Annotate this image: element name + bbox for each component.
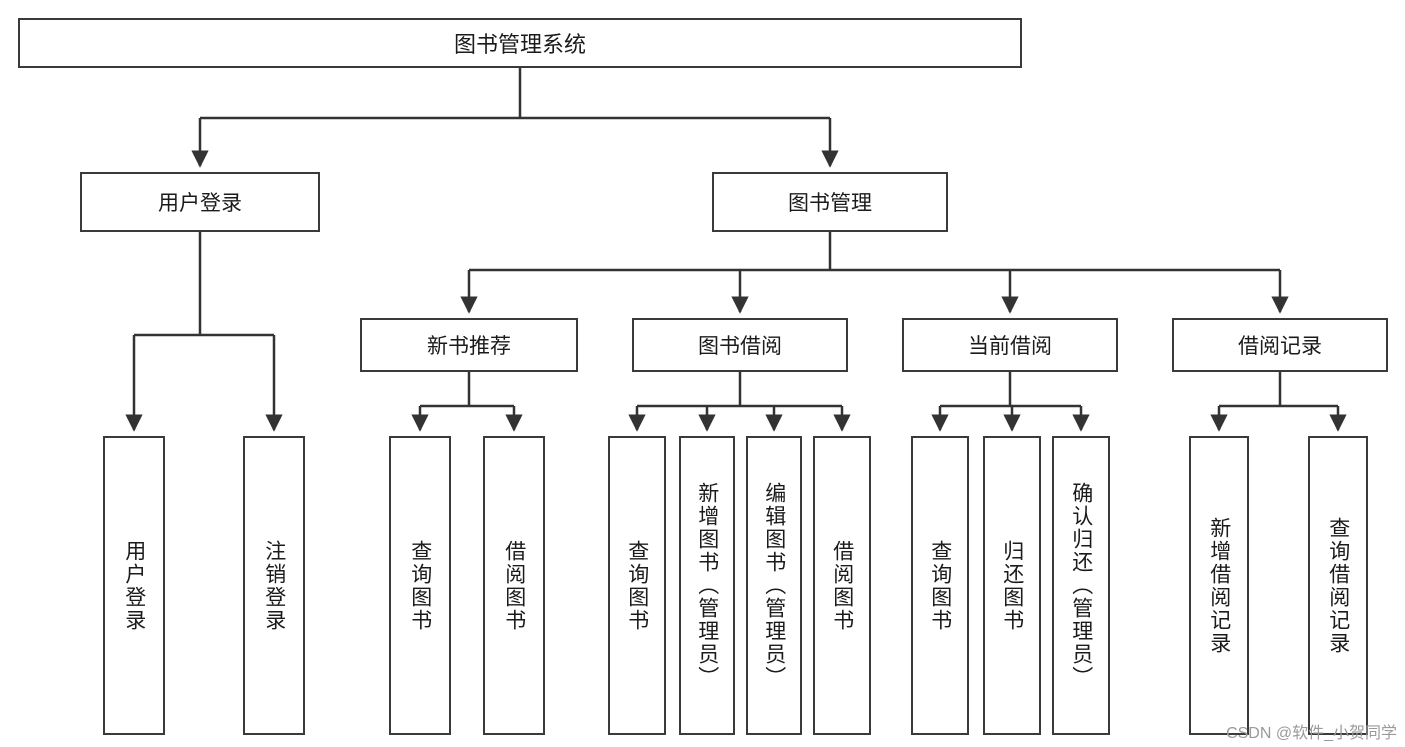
node-leaf-query-book-rec-label: 查询图书 (408, 539, 432, 632)
node-leaf-user-login-label: 用户登录 (122, 539, 146, 632)
node-leaf-confirm-return-admin-label: 确认归还（管理员） (1069, 482, 1093, 689)
node-borrow-record-label: 借阅记录 (1238, 335, 1322, 358)
node-root[interactable]: 图书管理系统 (18, 18, 1022, 68)
node-leaf-query-book-borrow[interactable]: 查询图书 (608, 436, 666, 735)
node-leaf-user-login[interactable]: 用户登录 (103, 436, 165, 735)
node-new-book-recommend-label: 新书推荐 (427, 335, 511, 358)
node-leaf-add-book-admin[interactable]: 新增图书（管理员） (679, 436, 735, 735)
node-leaf-add-borrow-record-label: 新增借阅记录 (1207, 516, 1231, 655)
node-user-login[interactable]: 用户登录 (80, 172, 320, 232)
node-leaf-borrow-book-rec[interactable]: 借阅图书 (483, 436, 545, 735)
node-user-login-label: 用户登录 (158, 192, 242, 215)
node-leaf-edit-book-admin-label: 编辑图书（管理员） (762, 482, 786, 689)
node-leaf-query-borrow-record[interactable]: 查询借阅记录 (1308, 436, 1368, 735)
node-leaf-query-book-current[interactable]: 查询图书 (911, 436, 969, 735)
node-leaf-logout-login-label: 注销登录 (262, 539, 286, 632)
node-leaf-edit-book-admin[interactable]: 编辑图书（管理员） (746, 436, 802, 735)
node-leaf-query-book-rec[interactable]: 查询图书 (389, 436, 451, 735)
node-current-borrow[interactable]: 当前借阅 (902, 318, 1118, 372)
node-book-borrow-label: 图书借阅 (698, 335, 782, 358)
node-leaf-borrow-book[interactable]: 借阅图书 (813, 436, 871, 735)
node-book-manage[interactable]: 图书管理 (712, 172, 948, 232)
node-leaf-logout-login[interactable]: 注销登录 (243, 436, 305, 735)
node-leaf-query-book-current-label: 查询图书 (928, 539, 952, 632)
node-book-manage-label: 图书管理 (788, 192, 872, 215)
watermark-text: CSDN @软件_小贺同学 (1226, 725, 1397, 742)
node-leaf-confirm-return-admin[interactable]: 确认归还（管理员） (1052, 436, 1110, 735)
node-leaf-add-book-admin-label: 新增图书（管理员） (695, 482, 719, 689)
node-leaf-borrow-book-label: 借阅图书 (830, 539, 854, 632)
node-root-label: 图书管理系统 (453, 32, 586, 57)
node-leaf-borrow-book-rec-label: 借阅图书 (502, 539, 526, 632)
node-leaf-add-borrow-record[interactable]: 新增借阅记录 (1189, 436, 1249, 735)
node-book-borrow[interactable]: 图书借阅 (632, 318, 848, 372)
node-leaf-return-book-label: 归还图书 (1000, 539, 1024, 632)
node-new-book-recommend[interactable]: 新书推荐 (360, 318, 578, 372)
node-leaf-query-book-borrow-label: 查询图书 (625, 539, 649, 632)
node-leaf-query-borrow-record-label: 查询借阅记录 (1326, 516, 1350, 655)
node-borrow-record[interactable]: 借阅记录 (1172, 318, 1388, 372)
node-current-borrow-label: 当前借阅 (968, 335, 1052, 358)
node-leaf-return-book[interactable]: 归还图书 (983, 436, 1041, 735)
